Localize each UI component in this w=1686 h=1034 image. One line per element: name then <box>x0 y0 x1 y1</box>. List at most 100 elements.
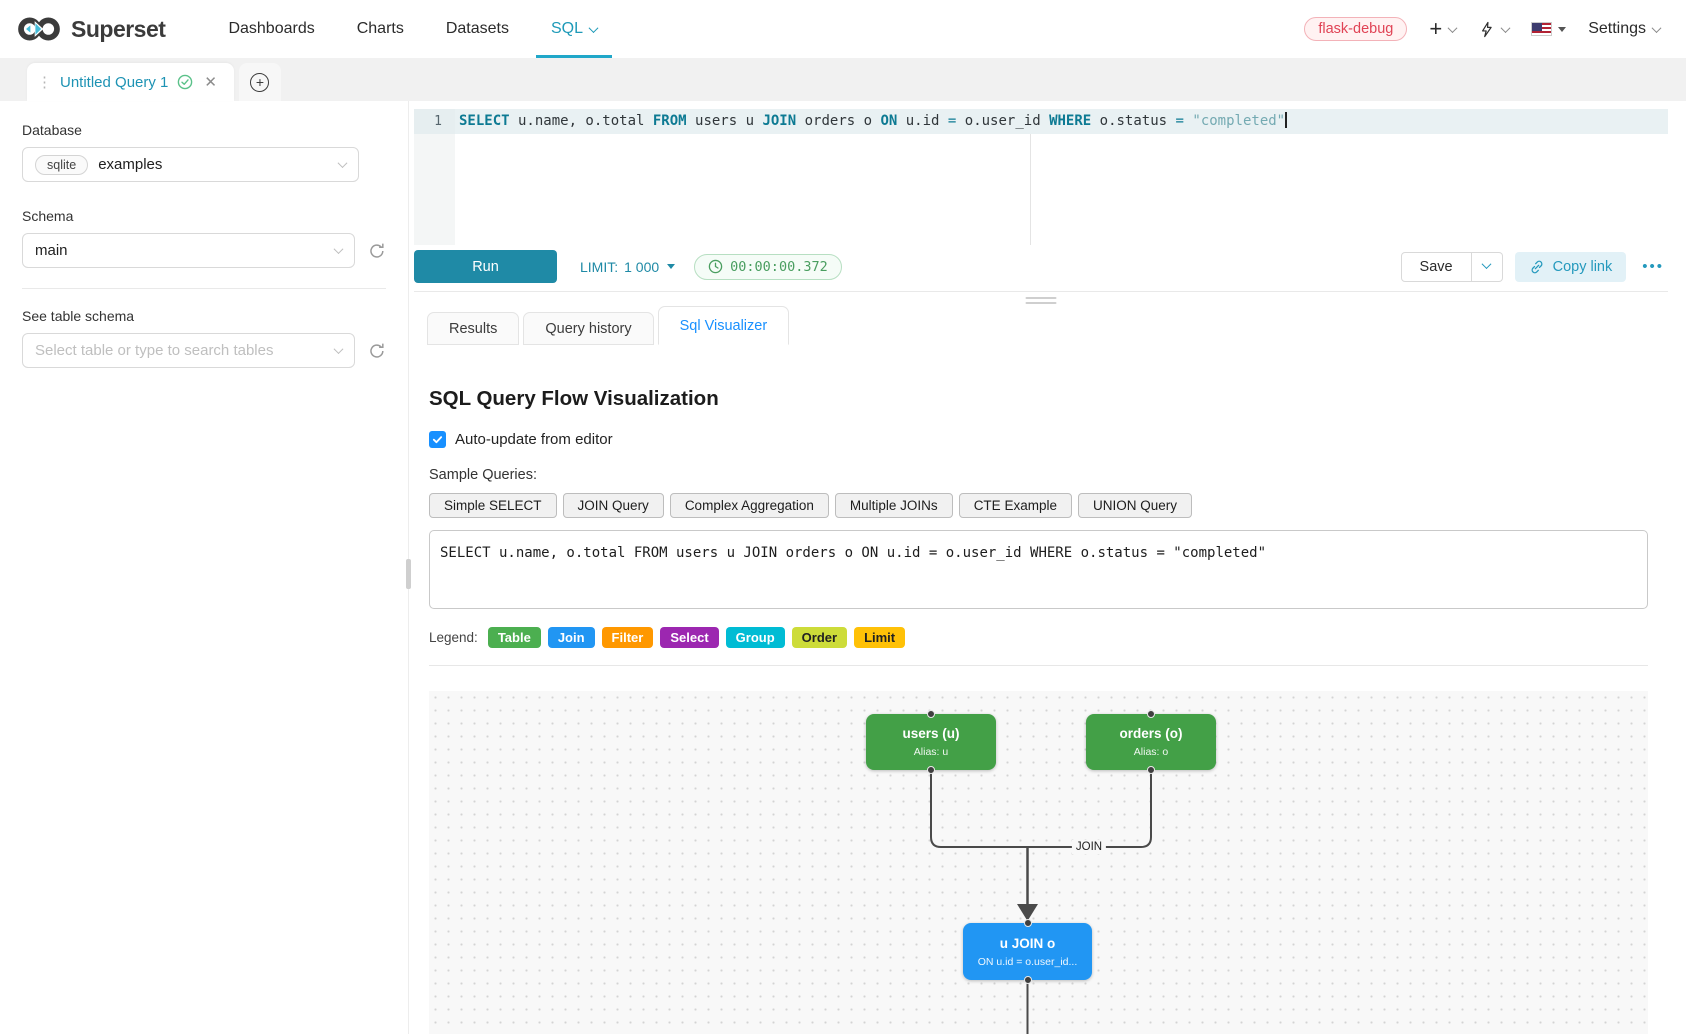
tab-query-history[interactable]: Query history <box>523 312 654 345</box>
node-subtitle: ON u.id = o.user_id... <box>977 955 1078 968</box>
database-engine-pill: sqlite <box>35 154 89 175</box>
tab-results[interactable]: Results <box>427 312 520 345</box>
node-title: u JOIN o <box>999 935 1056 951</box>
legend-chip-order: Order <box>791 627 848 648</box>
nav-item-dashboards[interactable]: Dashboards <box>228 20 315 37</box>
chevron-down-icon <box>333 344 344 355</box>
pane-splitter-handle[interactable] <box>1025 297 1057 307</box>
schema-label: Schema <box>22 208 74 224</box>
chevron-down-icon <box>588 22 599 33</box>
editor-gutter <box>414 134 455 245</box>
node-handle[interactable] <box>1023 919 1032 927</box>
link-icon <box>1531 260 1543 273</box>
auto-update-checkbox[interactable] <box>429 431 446 448</box>
table-select-placeholder: Select table or type to search tables <box>35 342 274 359</box>
save-button[interactable]: Save <box>1400 251 1472 282</box>
flow-node-orders[interactable]: orders (o) Alias: o <box>1086 714 1216 770</box>
divider <box>429 665 1648 666</box>
schema-select[interactable]: main <box>22 233 356 268</box>
timer-value: 00:00:00.372 <box>730 258 828 275</box>
sample-query-button[interactable]: JOIN Query <box>562 493 664 518</box>
nav-item-sql[interactable]: SQL <box>530 0 618 58</box>
sample-query-button[interactable]: Simple SELECT <box>429 493 557 518</box>
legend-chip-limit: Limit <box>854 627 906 648</box>
query-tabstrip: ⋮ Untitled Query 1 ✕ + <box>0 58 1686 101</box>
legend-label: Legend: <box>429 630 478 645</box>
refresh-schema-icon[interactable] <box>368 242 386 260</box>
sample-query-button[interactable]: Multiple JOINs <box>834 493 953 518</box>
more-actions-button[interactable]: ••• <box>1642 258 1664 275</box>
node-title: users (u) <box>902 726 960 741</box>
flow-canvas[interactable]: JOIN users (u) Alias: u orders (o) Alias:… <box>429 691 1648 1034</box>
superset-logo[interactable]: Superset <box>16 14 166 44</box>
drag-handle-icon[interactable]: ⋮ <box>37 74 52 91</box>
copy-link-label: Copy link <box>1552 258 1613 275</box>
line-number: 1 <box>414 109 455 134</box>
node-subtitle: Alias: o <box>1133 746 1169 758</box>
us-flag-icon <box>1531 22 1553 36</box>
legend-chip-join: Join <box>547 627 595 648</box>
new-item-button[interactable]: + <box>1429 16 1458 41</box>
superset-logo-icon <box>18 17 60 41</box>
sample-query-button[interactable]: UNION Query <box>1077 493 1192 518</box>
chevron-down-icon <box>1500 22 1511 33</box>
sidebar-divider <box>22 288 386 289</box>
copy-link-button[interactable]: Copy link <box>1514 251 1627 282</box>
table-schema-label: See table schema <box>22 308 135 324</box>
node-handle[interactable] <box>1023 976 1032 984</box>
visualizer-query-input[interactable]: SELECT u.name, o.total FROM users u JOIN… <box>429 530 1648 609</box>
lightning-icon <box>1482 21 1492 37</box>
sample-query-button[interactable]: Complex Aggregation <box>669 493 829 518</box>
settings-label: Settings <box>1588 20 1646 37</box>
flow-node-users[interactable]: users (u) Alias: u <box>866 714 996 770</box>
sample-query-button[interactable]: CTE Example <box>958 493 1072 518</box>
print-margin-line <box>1030 109 1031 245</box>
sql-visualizer-panel: SQL Query Flow Visualization Auto-update… <box>414 387 1668 1034</box>
text-cursor <box>1285 112 1287 128</box>
language-picker[interactable] <box>1531 22 1567 36</box>
save-dropdown-button[interactable] <box>1471 251 1503 282</box>
tab-sql-visualizer[interactable]: Sql Visualizer <box>657 306 790 345</box>
limit-dropdown[interactable]: LIMIT: 1 000 <box>580 259 676 275</box>
flow-node-join[interactable]: u JOIN o ON u.id = o.user_id... <box>963 923 1092 980</box>
circle-plus-icon: + <box>250 72 270 92</box>
run-button[interactable]: Run <box>414 250 557 283</box>
refresh-tables-icon[interactable] <box>368 342 386 360</box>
settings-menu[interactable]: Settings <box>1588 20 1662 38</box>
caret-down-icon <box>667 264 676 269</box>
clock-icon <box>708 259 723 274</box>
legend-chip-group: Group <box>725 627 785 648</box>
caret-down-icon <box>1558 26 1567 32</box>
main-nav: Dashboards Charts Datasets SQL <box>207 0 618 58</box>
query-tab[interactable]: ⋮ Untitled Query 1 ✕ <box>27 63 234 101</box>
sql-code-line[interactable]: SELECT u.name, o.total FROM users u JOIN… <box>455 109 1668 134</box>
nav-item-charts[interactable]: Charts <box>356 20 404 37</box>
sql-lab-shortcut-button[interactable] <box>1478 21 1511 38</box>
node-handle[interactable] <box>927 766 935 774</box>
node-handle[interactable] <box>927 710 935 718</box>
chevron-down-icon <box>1651 22 1662 33</box>
close-tab-icon[interactable]: ✕ <box>204 74 217 91</box>
check-circle-icon <box>178 74 193 90</box>
schema-value: main <box>35 242 68 259</box>
database-select[interactable]: sqlite examples <box>22 147 359 182</box>
plus-icon: + <box>1429 16 1443 41</box>
brand-name: Superset <box>71 15 166 42</box>
join-edge-label: JOIN <box>1071 840 1107 854</box>
add-query-tab-button[interactable]: + <box>238 63 281 101</box>
legend-chip-table: Table <box>487 627 541 648</box>
sidebar-resize-handle[interactable] <box>406 559 411 589</box>
sql-editor[interactable]: 1 SELECT u.name, o.total FROM users u JO… <box>414 109 1668 245</box>
node-handle[interactable] <box>1147 766 1155 774</box>
check-icon <box>432 436 443 444</box>
node-title: orders (o) <box>1119 726 1183 741</box>
table-select[interactable]: Select table or type to search tables <box>22 333 356 368</box>
node-handle[interactable] <box>1147 710 1155 718</box>
nav-item-datasets[interactable]: Datasets <box>445 20 509 37</box>
database-label: Database <box>22 122 82 138</box>
